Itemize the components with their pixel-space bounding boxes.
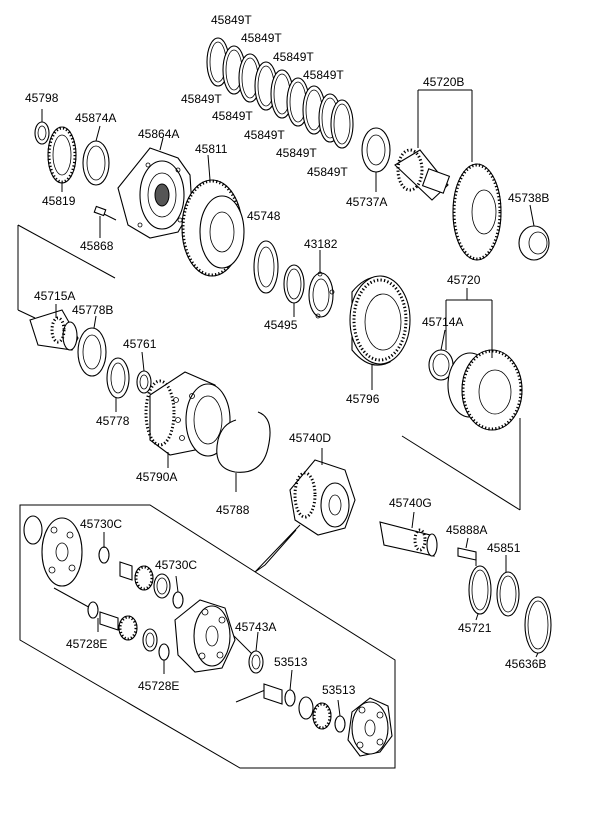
label-45849T: 45849T [181, 92, 222, 106]
label-45743A: 45743A [235, 620, 277, 634]
bearing-45737A [361, 127, 391, 192]
label-45788: 45788 [216, 503, 250, 517]
gear-45811 [181, 154, 245, 277]
label-45715A: 45715A [34, 289, 76, 303]
label-45740D: 45740D [289, 431, 332, 445]
label-45730C: 45730C [155, 558, 198, 572]
label-45728E: 45728E [66, 637, 108, 651]
ring-45874A [82, 125, 110, 186]
label-45778: 45778 [96, 414, 130, 428]
inset-pinion-set-upper [98, 532, 184, 609]
inset-end-plate-right [347, 697, 393, 757]
inset-pinion-set-right [235, 669, 346, 733]
label-45849T: 45849T [212, 109, 253, 123]
label-45874A: 45874A [75, 111, 117, 125]
ring-45714A [428, 329, 454, 381]
label-45778B: 45778B [72, 303, 114, 317]
bearing-45738B [518, 204, 550, 261]
label-45720B: 45720B [423, 75, 465, 89]
label-45790A: 45790A [136, 470, 178, 484]
label-45738B: 45738B [508, 191, 550, 205]
inset-frame [19, 504, 396, 769]
label-45720: 45720 [447, 273, 481, 287]
washer-45798 [34, 109, 50, 145]
pin-45888A [457, 537, 477, 566]
ring-45636B [524, 596, 552, 658]
shaft-45740G [379, 511, 438, 557]
housing-45864A [117, 137, 193, 239]
drum-45790A [144, 371, 231, 468]
label-45748: 45748 [247, 209, 281, 223]
ring-45778 [106, 357, 130, 412]
ring-45748 [253, 240, 279, 294]
label-45849T: 45849T [276, 146, 317, 160]
label-45864A: 45864A [138, 127, 180, 141]
label-45796: 45796 [346, 392, 380, 406]
label-45849T: 45849T [307, 165, 348, 179]
label-45851: 45851 [487, 541, 521, 555]
label-45888A: 45888A [446, 523, 488, 537]
label-45714A: 45714A [422, 315, 464, 329]
inset-pinion-set-lower [53, 587, 170, 674]
label-45811: 45811 [195, 142, 228, 156]
label-45849T: 45849T [273, 50, 314, 64]
reference-lines [17, 224, 521, 511]
gear-45819 [47, 126, 77, 192]
label-45798: 45798 [25, 91, 59, 105]
label-45495: 45495 [264, 318, 298, 332]
clutch-drum-45796 [349, 275, 411, 390]
label-45728E: 45728E [138, 679, 180, 693]
ring-45721 [468, 565, 492, 621]
label-45849T: 45849T [241, 31, 282, 45]
washer-45761 [136, 351, 152, 394]
thrust-washer-45778B [77, 315, 107, 377]
label-45636B: 45636B [505, 657, 547, 671]
label-45868: 45868 [80, 239, 114, 253]
label-53513: 53513 [322, 683, 356, 697]
label-45730C: 45730C [80, 517, 123, 531]
plate-43182 [308, 250, 335, 319]
drum-45720 [445, 288, 523, 431]
label-45740G: 45740G [389, 496, 432, 510]
label-43182: 43182 [304, 237, 338, 251]
gear-shaft-45720B [394, 89, 502, 261]
label-45819: 45819 [42, 194, 76, 208]
bolt-45868 [93, 205, 117, 238]
label-45737A: 45737A [346, 195, 388, 209]
label-45761: 45761 [123, 337, 157, 351]
label-45849T: 45849T [244, 128, 285, 142]
planet-carrier-45740D [254, 448, 356, 573]
label-45721: 45721 [458, 621, 492, 635]
inset-washer-45743A [248, 631, 264, 674]
label-45849T: 45849T [211, 13, 252, 27]
snap-ring-45788 [216, 411, 271, 492]
label-45849T: 45849T [303, 68, 344, 82]
inset-end-plate-left [23, 515, 83, 587]
ring-45851 [496, 555, 520, 617]
snap-ring-45495 [283, 264, 305, 317]
snap-ring-stack-45849T [206, 37, 354, 149]
label-53513: 53513 [274, 655, 308, 669]
shaft-45715A [29, 304, 79, 351]
inset-carrier-body [174, 599, 255, 673]
